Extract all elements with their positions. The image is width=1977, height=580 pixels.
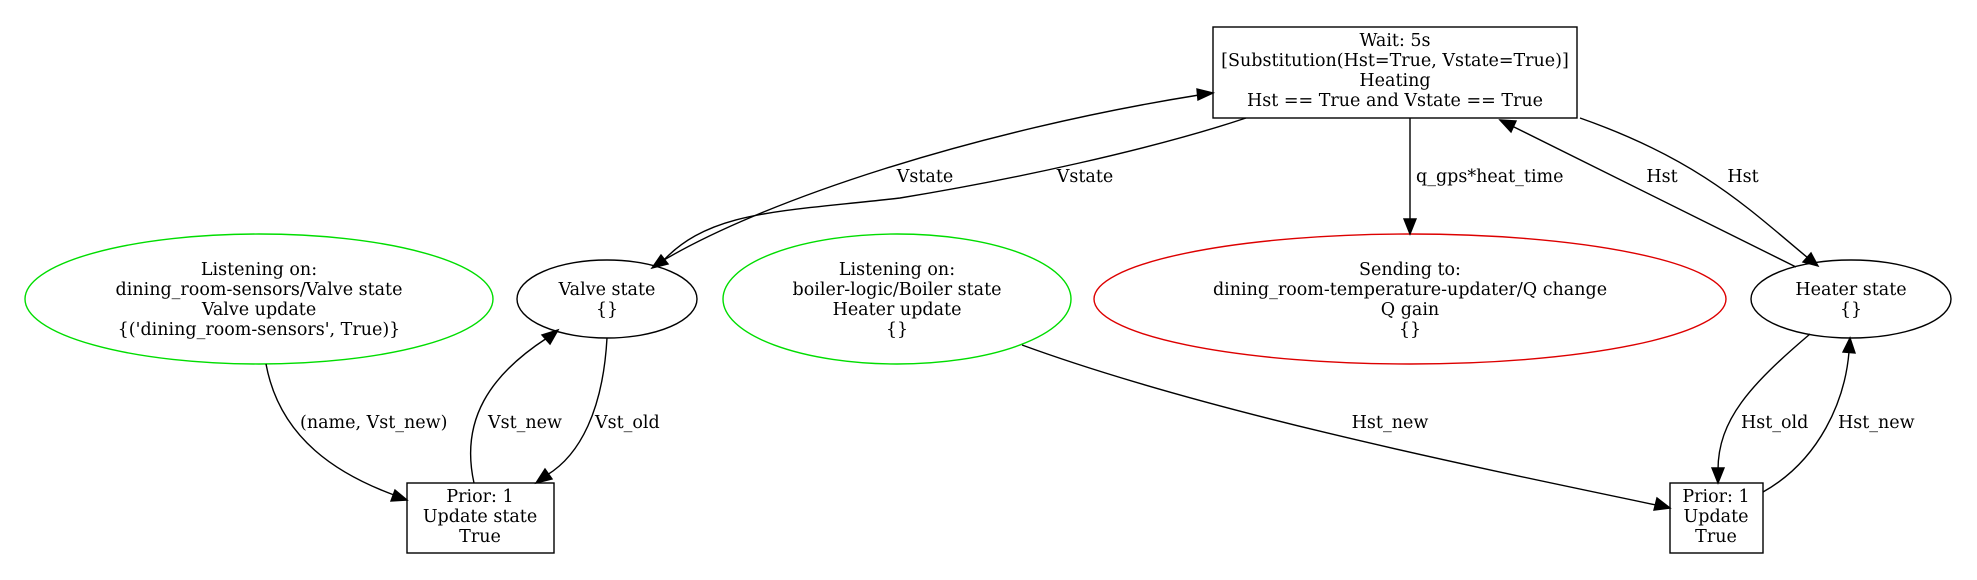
edge-listen-to-prior-left-label: (name, Vst_new) (300, 413, 447, 433)
listening-boiler-line-2: boiler-logic/Boiler state (793, 280, 1002, 300)
prior-update-state-box (406, 482, 555, 554)
edge-valve-to-wait-line (653, 94, 1200, 267)
wait-node-line-3: Heating (1359, 71, 1430, 91)
edge-listen-to-prior-left-arrowhead (389, 488, 409, 502)
prior-update-box (1669, 482, 1764, 554)
edge-prior-left-to-valve-line (469, 337, 548, 484)
edge-listen-to-prior-left: (name, Vst_new) (265, 363, 447, 502)
wait-node-box (1212, 26, 1578, 119)
sending-q-line-4: {} (1399, 320, 1421, 340)
prior-update-line-1: Prior: 1 (1682, 487, 1749, 507)
edge-wait-to-send: q_gps*heat_time (1402, 118, 1564, 236)
listening-boiler-line-4: {} (886, 320, 908, 340)
prior-update-state-line-1: Prior: 1 (446, 487, 513, 507)
edge-valve-to-wait: Vstate (653, 88, 1216, 267)
edge-heater-to-prior-right-line (1717, 333, 1811, 471)
node-sending-q: Sending to: dining_room-temperature-upda… (1093, 233, 1727, 365)
edge-prior-right-to-heater-label: Hst_new (1838, 413, 1915, 433)
sending-q-line-2: dining_room-temperature-updater/Q change (1213, 280, 1607, 300)
edge-valve-to-wait-arrowhead (1196, 88, 1216, 102)
edge-wait-to-heater-label: Hst (1727, 167, 1758, 187)
node-listening-valve: Listening on: dining_room-sensors/Valve … (24, 233, 494, 365)
edge-wait-to-valve-label: Vstate (1056, 167, 1113, 187)
valve-state-line-2: {} (596, 300, 618, 320)
node-wait: Wait: 5s [Substitution(Hst=True, Vstate=… (1212, 26, 1578, 119)
sending-q-line-1: Sending to: (1359, 260, 1461, 280)
edge-wait-to-valve-line (661, 117, 1247, 263)
edge-prior-right-to-heater-line (1762, 351, 1850, 493)
edge-wait-to-valve-arrowhead (650, 253, 670, 270)
prior-update-line-3: True (1695, 527, 1737, 547)
edge-boiler-to-prior-right-label: Hst_new (1352, 413, 1429, 433)
edge-valve-to-wait-label: Vstate (896, 167, 953, 187)
edge-wait-to-valve: Vstate (650, 117, 1247, 270)
node-heater-state: Heater state {} (1750, 259, 1952, 339)
wait-node-line-2: [Substitution(Hst=True, Vstate=True)] (1221, 51, 1569, 71)
edge-wait-to-send-arrowhead (1402, 218, 1418, 236)
edge-valve-to-prior-left-arrowhead (534, 467, 554, 485)
listening-boiler-line-3: Heater update (833, 300, 962, 320)
node-prior-update: Prior: 1 Update True (1669, 482, 1764, 554)
edge-prior-left-to-valve: Vst_new (469, 328, 562, 484)
heater-state-line-2: {} (1840, 300, 1862, 320)
edge-valve-to-prior-left: Vst_old (534, 337, 660, 485)
listening-valve-line-2: dining_room-sensors/Valve state (116, 280, 403, 300)
listening-valve-line-1: Listening on: (201, 260, 317, 280)
edge-boiler-to-prior-right: Hst_new (1021, 344, 1672, 511)
valve-state-line-1: Valve state (558, 280, 656, 300)
edge-heater-to-prior-right: Hst_old (1710, 333, 1811, 485)
edge-wait-to-send-label: q_gps*heat_time (1416, 167, 1564, 187)
edge-wait-to-heater-line (1579, 117, 1809, 259)
edge-heater-to-wait-line (1511, 125, 1797, 268)
listening-valve-line-4: {('dining_room-sensors', True)} (118, 320, 401, 340)
listening-boiler-line-1: Listening on: (839, 260, 955, 280)
node-prior-update-state: Prior: 1 Update state True (406, 482, 555, 554)
edge-heater-to-wait-arrowhead (1498, 119, 1518, 134)
edge-heater-to-prior-right-label: Hst_old (1741, 413, 1808, 433)
edge-valve-to-prior-left-line (546, 337, 608, 476)
edge-boiler-to-prior-right-arrowhead (1653, 496, 1672, 511)
prior-update-line-2: Update (1684, 507, 1749, 527)
edge-wait-to-heater: Hst (1579, 117, 1820, 268)
edge-heater-to-prior-right-arrowhead (1710, 467, 1726, 485)
edge-heater-to-wait-label: Hst (1646, 167, 1677, 187)
edge-listen-to-prior-left-line (265, 363, 395, 496)
prior-update-state-line-2: Update state (423, 507, 537, 527)
heater-state-line-1: Heater state (1795, 280, 1906, 300)
listening-valve-ellipse (24, 233, 494, 365)
edge-wait-to-heater-arrowhead (1801, 251, 1820, 268)
edge-boiler-to-prior-right-line (1021, 344, 1657, 506)
edge-prior-right-to-heater: Hst_new (1762, 336, 1915, 493)
wait-node-line-4: Hst == True and Vstate == True (1247, 91, 1543, 111)
heater-state-ellipse (1750, 259, 1952, 339)
listening-valve-line-3: Valve update (201, 300, 316, 320)
listening-boiler-ellipse (722, 233, 1072, 365)
edge-valve-to-prior-left-label: Vst_old (594, 413, 660, 433)
sending-q-line-3: Q gain (1381, 300, 1439, 320)
edge-prior-left-to-valve-label: Vst_new (487, 413, 562, 433)
edge-heater-to-wait: Hst (1498, 119, 1797, 268)
edge-prior-right-to-heater-arrowhead (1841, 336, 1856, 354)
edge-prior-left-to-valve-arrowhead (540, 328, 560, 346)
node-valve-state: Valve state {} (516, 259, 698, 339)
wait-node-line-1: Wait: 5s (1359, 31, 1430, 51)
prior-update-state-line-3: True (459, 527, 501, 547)
node-listening-boiler: Listening on: boiler-logic/Boiler state … (722, 233, 1072, 365)
